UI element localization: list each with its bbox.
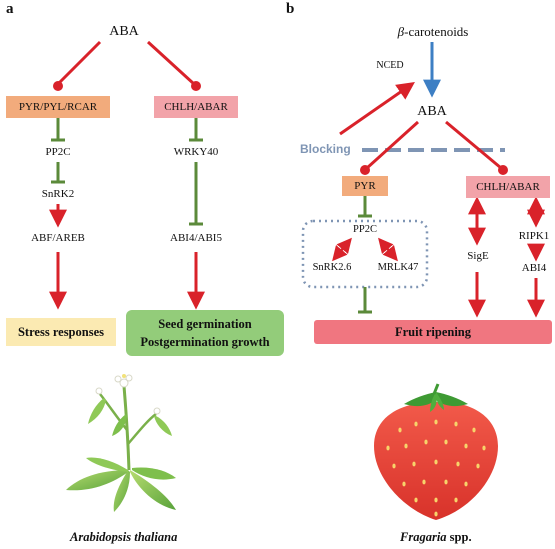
panel-b-label: b xyxy=(286,1,295,17)
panel-b-mrlk: MRLK47 xyxy=(377,262,419,273)
panel-a-pyr-box: PYR/PYL/RCAR xyxy=(6,96,110,118)
strawberry-illustration xyxy=(374,383,498,520)
panel-b-species: Fragaria spp. xyxy=(400,530,472,545)
panel-b-carotenoids-text: -carotenoids xyxy=(404,24,469,39)
panel-a-abf: ABF/AREB xyxy=(31,232,85,244)
panel-b-fruit-box: Fruit ripening xyxy=(314,320,552,344)
panel-a-aba-to-receptors xyxy=(53,40,201,91)
panel-a-aba: ABA xyxy=(109,24,139,39)
panel-b-blocking: Blocking xyxy=(300,142,351,156)
panel-a-wrky: WRKY40 xyxy=(173,146,219,158)
panel-a-abi4: ABI4/ABI5 xyxy=(170,232,222,244)
panel-b-chlh-branches xyxy=(468,196,545,318)
panel-b-abi4: ABI4 xyxy=(521,262,547,274)
panel-a-seed-line2: Postgermination growth xyxy=(140,335,270,349)
panel-b-aba: ABA xyxy=(417,104,447,119)
panel-b-complex-inhibition xyxy=(358,287,372,314)
panel-b-aba-to-receptors xyxy=(360,120,508,175)
panel-b-pp2c-arrows xyxy=(332,237,398,262)
panel-b-pp2c: PP2C xyxy=(353,224,377,235)
panel-b-ripk1: RIPK1 xyxy=(518,230,550,242)
panel-b-beta: β xyxy=(397,24,405,39)
panel-b-nced: NCED xyxy=(376,60,404,71)
panel-b-snrk: SnRK2.6 xyxy=(312,262,352,273)
panel-b-pyr-inhibition xyxy=(358,196,372,218)
panel-b-species-italic: Fragaria xyxy=(400,530,447,544)
panel-b-sige: SigE xyxy=(467,250,489,262)
panel-a-seed-box: Seed germination Postgermination growth xyxy=(126,310,284,356)
arabidopsis-illustration xyxy=(66,374,176,512)
panel-a-seed-line1: Seed germination xyxy=(158,317,252,331)
panel-b-species-rest: spp. xyxy=(446,530,472,544)
panel-a-species: Arabidopsis thaliana xyxy=(70,530,178,544)
panel-b-carotenoids: β-carotenoids xyxy=(388,24,478,40)
panel-b-feedback-arrow xyxy=(339,81,415,136)
panel-b-pyr-box: PYR xyxy=(342,176,388,196)
panel-a-pp2c: PP2C xyxy=(45,146,71,158)
panel-b-chlh-box: CHLH/ABAR xyxy=(466,176,550,198)
panel-a-label: a xyxy=(6,1,14,17)
panel-a-chlh-box: CHLH/ABAR xyxy=(154,96,238,118)
panel-a-left-inhibitions xyxy=(51,118,65,184)
panel-a-stress-box: Stress responses xyxy=(6,318,116,346)
panel-a-snrk2: SnRK2 xyxy=(41,188,75,200)
panel-a-right-inhibitions xyxy=(189,118,203,226)
